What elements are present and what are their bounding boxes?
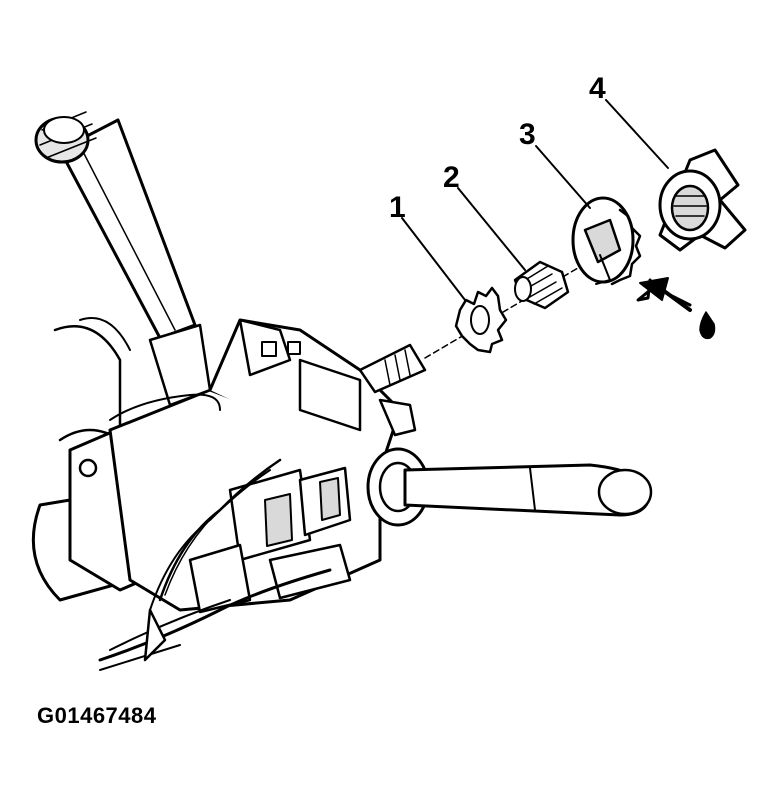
wiper-lever: [366, 447, 653, 527]
wiring-harness: [98, 393, 332, 671]
lubricant-drop-icon: [699, 311, 716, 340]
part-4-housing-cover: [658, 148, 747, 252]
part-3-rack-gear: [571, 196, 642, 286]
lock-cylinder-shaft: [358, 254, 601, 394]
callout-3: 3: [519, 118, 536, 151]
insert-direction-arrow: [636, 277, 692, 312]
column-housing: [68, 318, 417, 614]
part-1-gear: [454, 286, 508, 354]
callout-1: 1: [389, 191, 406, 224]
callout-leaders: [401, 99, 669, 301]
part-2-sleeve: [513, 260, 570, 310]
turn-signal-lever: [34, 111, 197, 340]
callout-4: 4: [589, 72, 606, 105]
callout-2: 2: [443, 161, 460, 194]
figure-id: G01467484: [37, 703, 157, 728]
